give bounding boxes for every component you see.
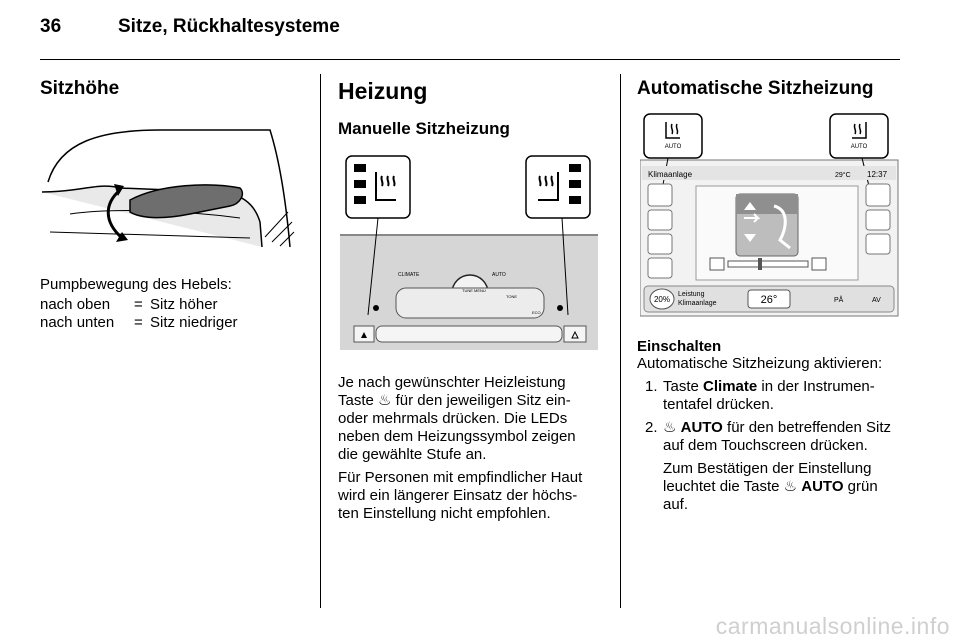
seat-heat-icon: ♨: [783, 478, 802, 495]
para-sensitive-line3: ten Einstellung nicht empfohlen.: [338, 505, 551, 522]
step-2-note-line3: auf.: [663, 496, 689, 513]
caption-pump-motion: Pumpbewegung des Hebels:: [40, 276, 232, 293]
off-label: AV: [872, 297, 881, 304]
step-1-line1: Taste Climate in der Instrumen-: [663, 378, 875, 395]
set-temperature: 26°: [761, 294, 778, 306]
step-2-line2: auf dem Touchscreen drücken.: [663, 437, 868, 454]
subheading-einschalten: Einschalten: [637, 338, 722, 355]
panel-label-climate: CLIMATE: [398, 272, 420, 278]
table-row-down-eq: =: [134, 314, 143, 331]
page-number: 36: [40, 16, 62, 37]
column-divider-1: [320, 74, 321, 608]
manual-heating-panel-illustration: CLIMATE AUTO TUNE MENU TONE ECO: [340, 155, 598, 350]
step-1-line2: tentafel drücken.: [663, 396, 774, 413]
perf-label-2: Klimaanlage: [678, 300, 717, 307]
table-row-down-left: nach unten: [40, 314, 115, 331]
column-divider-2: [620, 74, 621, 608]
screen-time: 12:37: [867, 170, 888, 179]
panel-label-tune: TUNE MENU: [462, 288, 486, 293]
step-2-number: 2.: [645, 419, 658, 436]
section-heading-sitzhoehe: Sitzhöhe: [40, 78, 120, 99]
watermark: carmanualsonline.info: [715, 613, 950, 639]
panel-label-tone: TONE: [506, 294, 517, 299]
header-rule: [40, 59, 900, 60]
seat-heat-icon: ♨: [663, 419, 681, 436]
para-manual-line2: Taste ♨ für den jeweiligen Sitz ein-: [338, 392, 571, 409]
perf-label-1: Leistung: [678, 291, 705, 298]
seat-height-illustration: [41, 129, 295, 248]
para-manual-line4: neben dem Heizungssymbol zeigen: [338, 428, 576, 445]
para-manual-line5: die gewählte Stufe an.: [338, 446, 487, 463]
para-manual-line1: Je nach gewünschter Heizleistung: [338, 374, 566, 391]
table-row-up-eq: =: [134, 296, 143, 313]
section-heading-heizung: Heizung: [338, 78, 428, 104]
step-1-number: 1.: [645, 378, 658, 395]
panel-label-auto: AUTO: [492, 272, 506, 278]
fan-percentage: 20%: [654, 295, 670, 304]
intro-activate: Automatische Sitzheizung aktivieren:: [637, 355, 883, 372]
step-2-note-line2: leuchtet die Taste ♨ AUTO grün: [663, 478, 878, 495]
para-sensitive-line2: wird ein längerer Einsatz der höchs-: [338, 487, 578, 504]
screen-title: Klimaanlage: [648, 170, 693, 179]
auto-right-label: AUTO: [851, 144, 868, 150]
table-row-up-right: Sitz höher: [150, 296, 218, 313]
table-row-up-left: nach oben: [40, 296, 111, 313]
auto-left-label: AUTO: [665, 144, 682, 150]
para-sensitive-line1: Für Personen mit empfindlicher Haut: [338, 469, 583, 486]
para-manual-line3: oder mehrmals drücken. Die LEDs: [338, 410, 568, 427]
screen-outside-temp: 29°C: [835, 171, 851, 179]
step-2-line1: ♨ AUTO für den betreffenden Sitz: [663, 419, 892, 436]
section-heading-auto-heating: Automatische Sitzheizung: [637, 78, 874, 99]
subheading-manual-heating: Manuelle Sitzheizung: [338, 119, 510, 138]
chapter-title: Sitze, Rückhaltesysteme: [118, 16, 340, 37]
table-row-down-right: Sitz niedriger: [150, 314, 238, 331]
on-label: PÅ: [834, 295, 844, 304]
touchscreen-illustration: AUTO AUTO Klimaanlage 29°C 12:37 20% Lei…: [640, 113, 899, 317]
panel-label-eco: ECO: [532, 310, 541, 315]
step-2-note-line1: Zum Bestätigen der Einstellung: [663, 460, 872, 477]
